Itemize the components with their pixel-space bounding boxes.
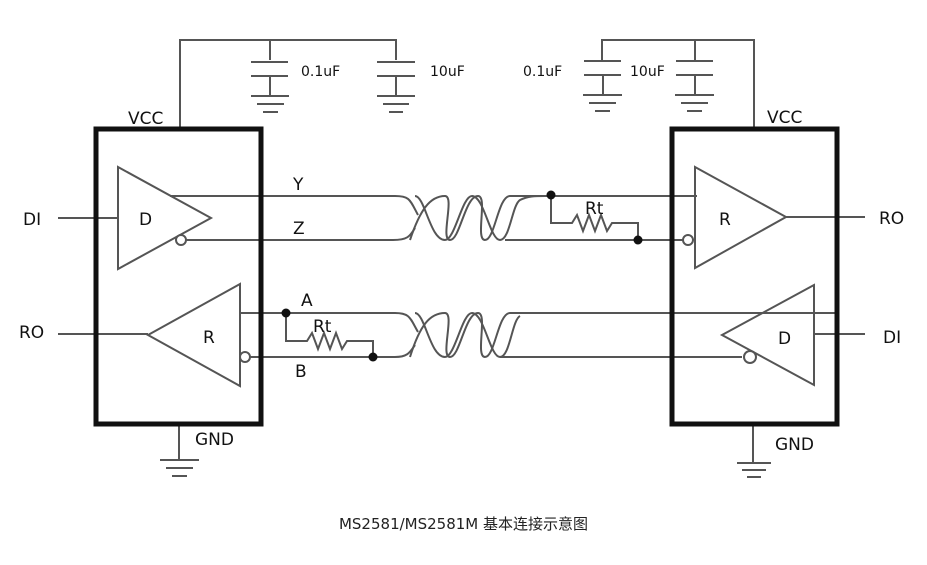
right-driver-invert-bubble xyxy=(743,350,757,364)
left-cap1-capacitor xyxy=(251,61,289,113)
right-receiver-invert-bubble xyxy=(682,234,694,246)
right-rt-label: Rt xyxy=(585,199,604,219)
left-rt-resistor xyxy=(285,313,374,357)
left-cap1-label: 0.1uF xyxy=(301,64,340,80)
right-vcc-label: VCC xyxy=(767,108,802,128)
left-rt-label: Rt xyxy=(313,317,332,337)
left-a-wire xyxy=(240,312,419,333)
left-di-label: DI xyxy=(23,210,41,230)
pin-z-label: Z xyxy=(293,219,305,239)
junction-dot xyxy=(633,235,643,245)
left-driver-invert-bubble xyxy=(175,234,187,246)
left-ro-label: RO xyxy=(19,323,44,343)
left-cap2-capacitor xyxy=(377,61,415,113)
right-chip-box xyxy=(669,126,840,427)
right-di-label: DI xyxy=(883,328,901,348)
left-receiver-triangle xyxy=(145,282,241,388)
right-driver-label: D xyxy=(778,329,791,349)
left-receiver-invert-bubble xyxy=(239,351,251,363)
left-gnd-label: GND xyxy=(195,430,234,450)
right-cap2-capacitor xyxy=(675,60,714,112)
twisted-pair-bottom xyxy=(409,311,835,359)
pin-a-label: A xyxy=(301,291,313,311)
right-ground-symbol xyxy=(737,425,771,478)
right-rt-resistor xyxy=(550,196,639,240)
twisted-pair-top xyxy=(409,194,697,242)
right-ro-label: RO xyxy=(879,209,904,229)
left-b-wire xyxy=(250,344,416,358)
left-chip-box xyxy=(93,126,264,427)
junction-dot xyxy=(281,308,291,318)
right-gnd-label: GND xyxy=(775,435,814,455)
junction-dot xyxy=(368,352,378,362)
left-vcc-wire xyxy=(179,39,397,128)
junction-dot xyxy=(546,190,556,200)
pin-b-label: B xyxy=(295,362,307,382)
left-receiver-label: R xyxy=(203,328,215,348)
right-cap1-capacitor xyxy=(583,60,622,112)
right-receiver-label: R xyxy=(719,210,731,230)
right-receiver-triangle xyxy=(694,165,789,270)
diagram-caption: MS2581/MS2581M 基本连接示意图 xyxy=(338,515,589,533)
right-vcc-wire xyxy=(601,39,755,128)
left-driver-label: D xyxy=(139,210,152,230)
left-vcc-label: VCC xyxy=(128,109,163,129)
left-y-wire xyxy=(170,195,419,216)
right-cap1-label: 0.1uF xyxy=(523,64,562,80)
left-cap2-label: 10uF xyxy=(430,64,465,80)
right-cap2-label: 10uF xyxy=(630,64,665,80)
left-ground-symbol xyxy=(160,425,199,477)
left-driver-triangle xyxy=(117,165,214,271)
pin-y-label: Y xyxy=(292,175,304,195)
right-driver-triangle xyxy=(719,283,815,387)
